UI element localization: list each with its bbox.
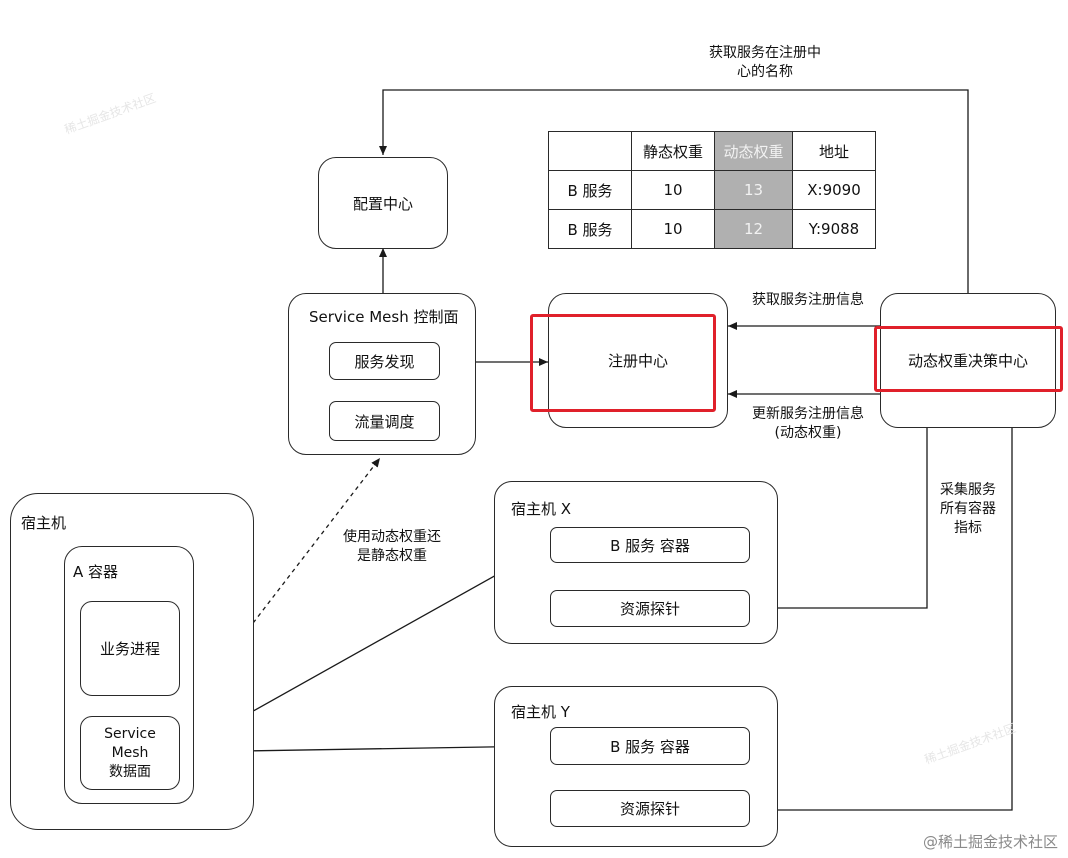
arrow-decision-to-config bbox=[379, 89, 969, 293]
host-x-probe: 资源探针 bbox=[550, 590, 750, 627]
arrow-collect-y bbox=[752, 428, 1013, 814]
table-cell: 12 bbox=[714, 209, 793, 249]
control-plane: Service Mesh 控制面 服务发现 流量调度 bbox=[288, 293, 476, 455]
config-center: 配置中心 bbox=[318, 157, 448, 249]
host-x-service: B 服务 容器 bbox=[550, 527, 750, 563]
service-discovery: 服务发现 bbox=[329, 342, 440, 380]
footer-credit: @稀土掘金技术社区 bbox=[922, 833, 1058, 851]
registry-center: 注册中心 bbox=[548, 293, 728, 428]
business-process-label: 业务进程 bbox=[99, 640, 160, 658]
label-collect-metrics: 采集服务 所有容器 指标 bbox=[940, 482, 996, 536]
label-get-registration: 获取服务注册信息 bbox=[752, 292, 864, 308]
registry-center-label: 注册中心 bbox=[607, 352, 668, 370]
table-cell: 13 bbox=[714, 170, 793, 210]
container-a-title: A 容器 bbox=[73, 563, 119, 581]
arrow-collect-x bbox=[752, 428, 928, 612]
label-get-name: 获取服务在注册中 心的名称 bbox=[709, 45, 821, 80]
table-row: B 服务 10 12 Y:9088 bbox=[548, 209, 876, 249]
host-x-probe-label: 资源探针 bbox=[619, 600, 680, 618]
control-plane-title: Service Mesh 控制面 bbox=[309, 308, 459, 326]
weight-table: 静态权重 动态权重 地址 B 服务 10 13 X:9090 B 服务 10 1… bbox=[548, 131, 876, 249]
traffic-scheduling: 流量调度 bbox=[329, 401, 440, 441]
host-y-probe-label: 资源探针 bbox=[619, 800, 680, 818]
table-header-cell: 地址 bbox=[792, 131, 876, 171]
host-y-service: B 服务 容器 bbox=[550, 727, 750, 765]
table-header-cell: 静态权重 bbox=[631, 131, 715, 171]
label-use-weight: 使用动态权重还 是静态权重 bbox=[343, 529, 441, 564]
service-discovery-label: 服务发现 bbox=[354, 352, 415, 371]
table-cell: B 服务 bbox=[548, 170, 632, 210]
table-cell: B 服务 bbox=[548, 209, 632, 249]
table-cell: X:9090 bbox=[792, 170, 876, 210]
host-x-title: 宿主机 X bbox=[511, 500, 572, 518]
config-center-label: 配置中心 bbox=[352, 194, 413, 213]
host-main-title: 宿主机 bbox=[21, 514, 67, 532]
table-row: B 服务 10 13 X:9090 bbox=[548, 170, 876, 210]
traffic-scheduling-label: 流量调度 bbox=[354, 412, 415, 431]
table-header-cell bbox=[548, 131, 632, 171]
business-process: 业务进程 bbox=[80, 601, 180, 696]
data-plane: Service Mesh 数据面 bbox=[80, 716, 180, 790]
table-header-row: 静态权重 动态权重 地址 bbox=[548, 131, 876, 171]
table-cell: 10 bbox=[631, 170, 715, 210]
host-y-service-label: B 服务 容器 bbox=[610, 737, 690, 756]
decision-center: 动态权重决策中心 bbox=[880, 293, 1056, 428]
table-header-cell: 动态权重 bbox=[714, 131, 793, 171]
host-y-title: 宿主机 Y bbox=[511, 703, 570, 721]
decision-center-label: 动态权重决策中心 bbox=[907, 352, 1028, 370]
host-x-service-label: B 服务 容器 bbox=[610, 536, 690, 555]
arrow-dataplane-to-control bbox=[179, 457, 381, 719]
data-plane-label: Service Mesh 数据面 bbox=[104, 725, 156, 780]
host-y-probe: 资源探针 bbox=[550, 790, 750, 827]
label-update-registration: 更新服务注册信息 (动态权重) bbox=[752, 406, 864, 441]
table-cell: 10 bbox=[631, 209, 715, 249]
table-cell: Y:9088 bbox=[792, 209, 876, 249]
